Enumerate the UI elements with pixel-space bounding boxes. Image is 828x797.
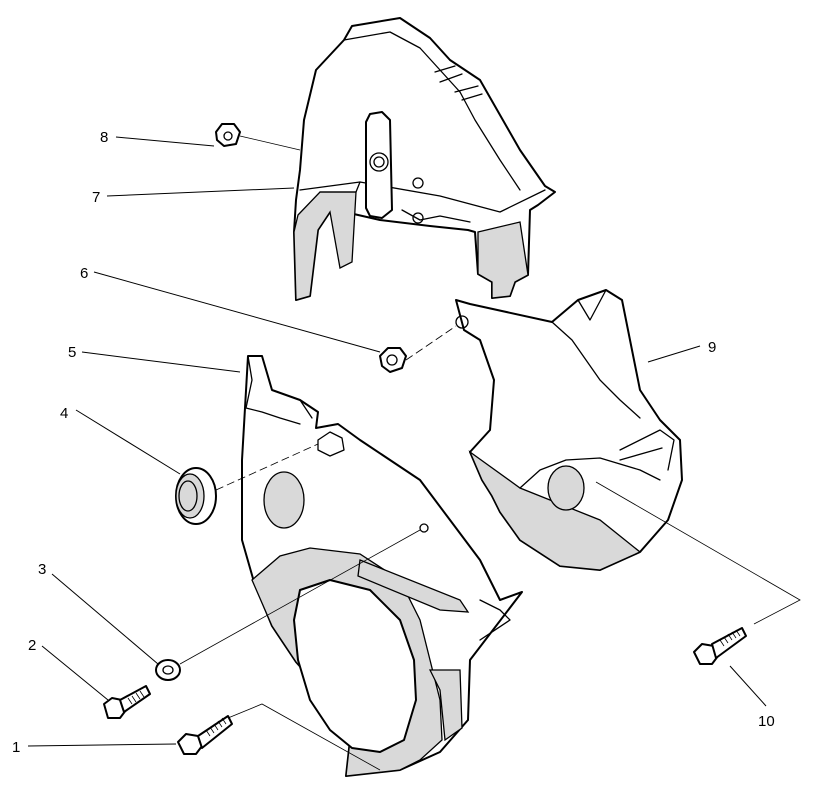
right-timing-cover: [455, 289, 683, 571]
callout-4: 4: [60, 405, 68, 422]
bolt-part-2: [103, 685, 151, 719]
lower-timing-cover: [241, 355, 523, 777]
washer-part-3: [155, 659, 181, 681]
callout-10: 10: [758, 713, 775, 730]
callout-6: 6: [80, 265, 88, 282]
nut-part-8: [215, 123, 241, 147]
assembly-lines: [179, 135, 801, 771]
callout-7: 7: [92, 189, 100, 206]
callout-5: 5: [68, 344, 76, 361]
leader-lines: [27, 136, 767, 747]
callout-8: 8: [100, 129, 108, 146]
seal-part-4: [175, 467, 217, 525]
callout-2: 2: [28, 637, 36, 654]
bolt-part-1: [177, 715, 233, 755]
callout-3: 3: [38, 561, 46, 578]
upper-timing-cover: [293, 17, 556, 301]
callout-1: 1: [12, 739, 20, 756]
nut-part-6: [379, 347, 407, 373]
callout-9: 9: [708, 339, 716, 356]
bolt-part-10: [693, 627, 747, 665]
